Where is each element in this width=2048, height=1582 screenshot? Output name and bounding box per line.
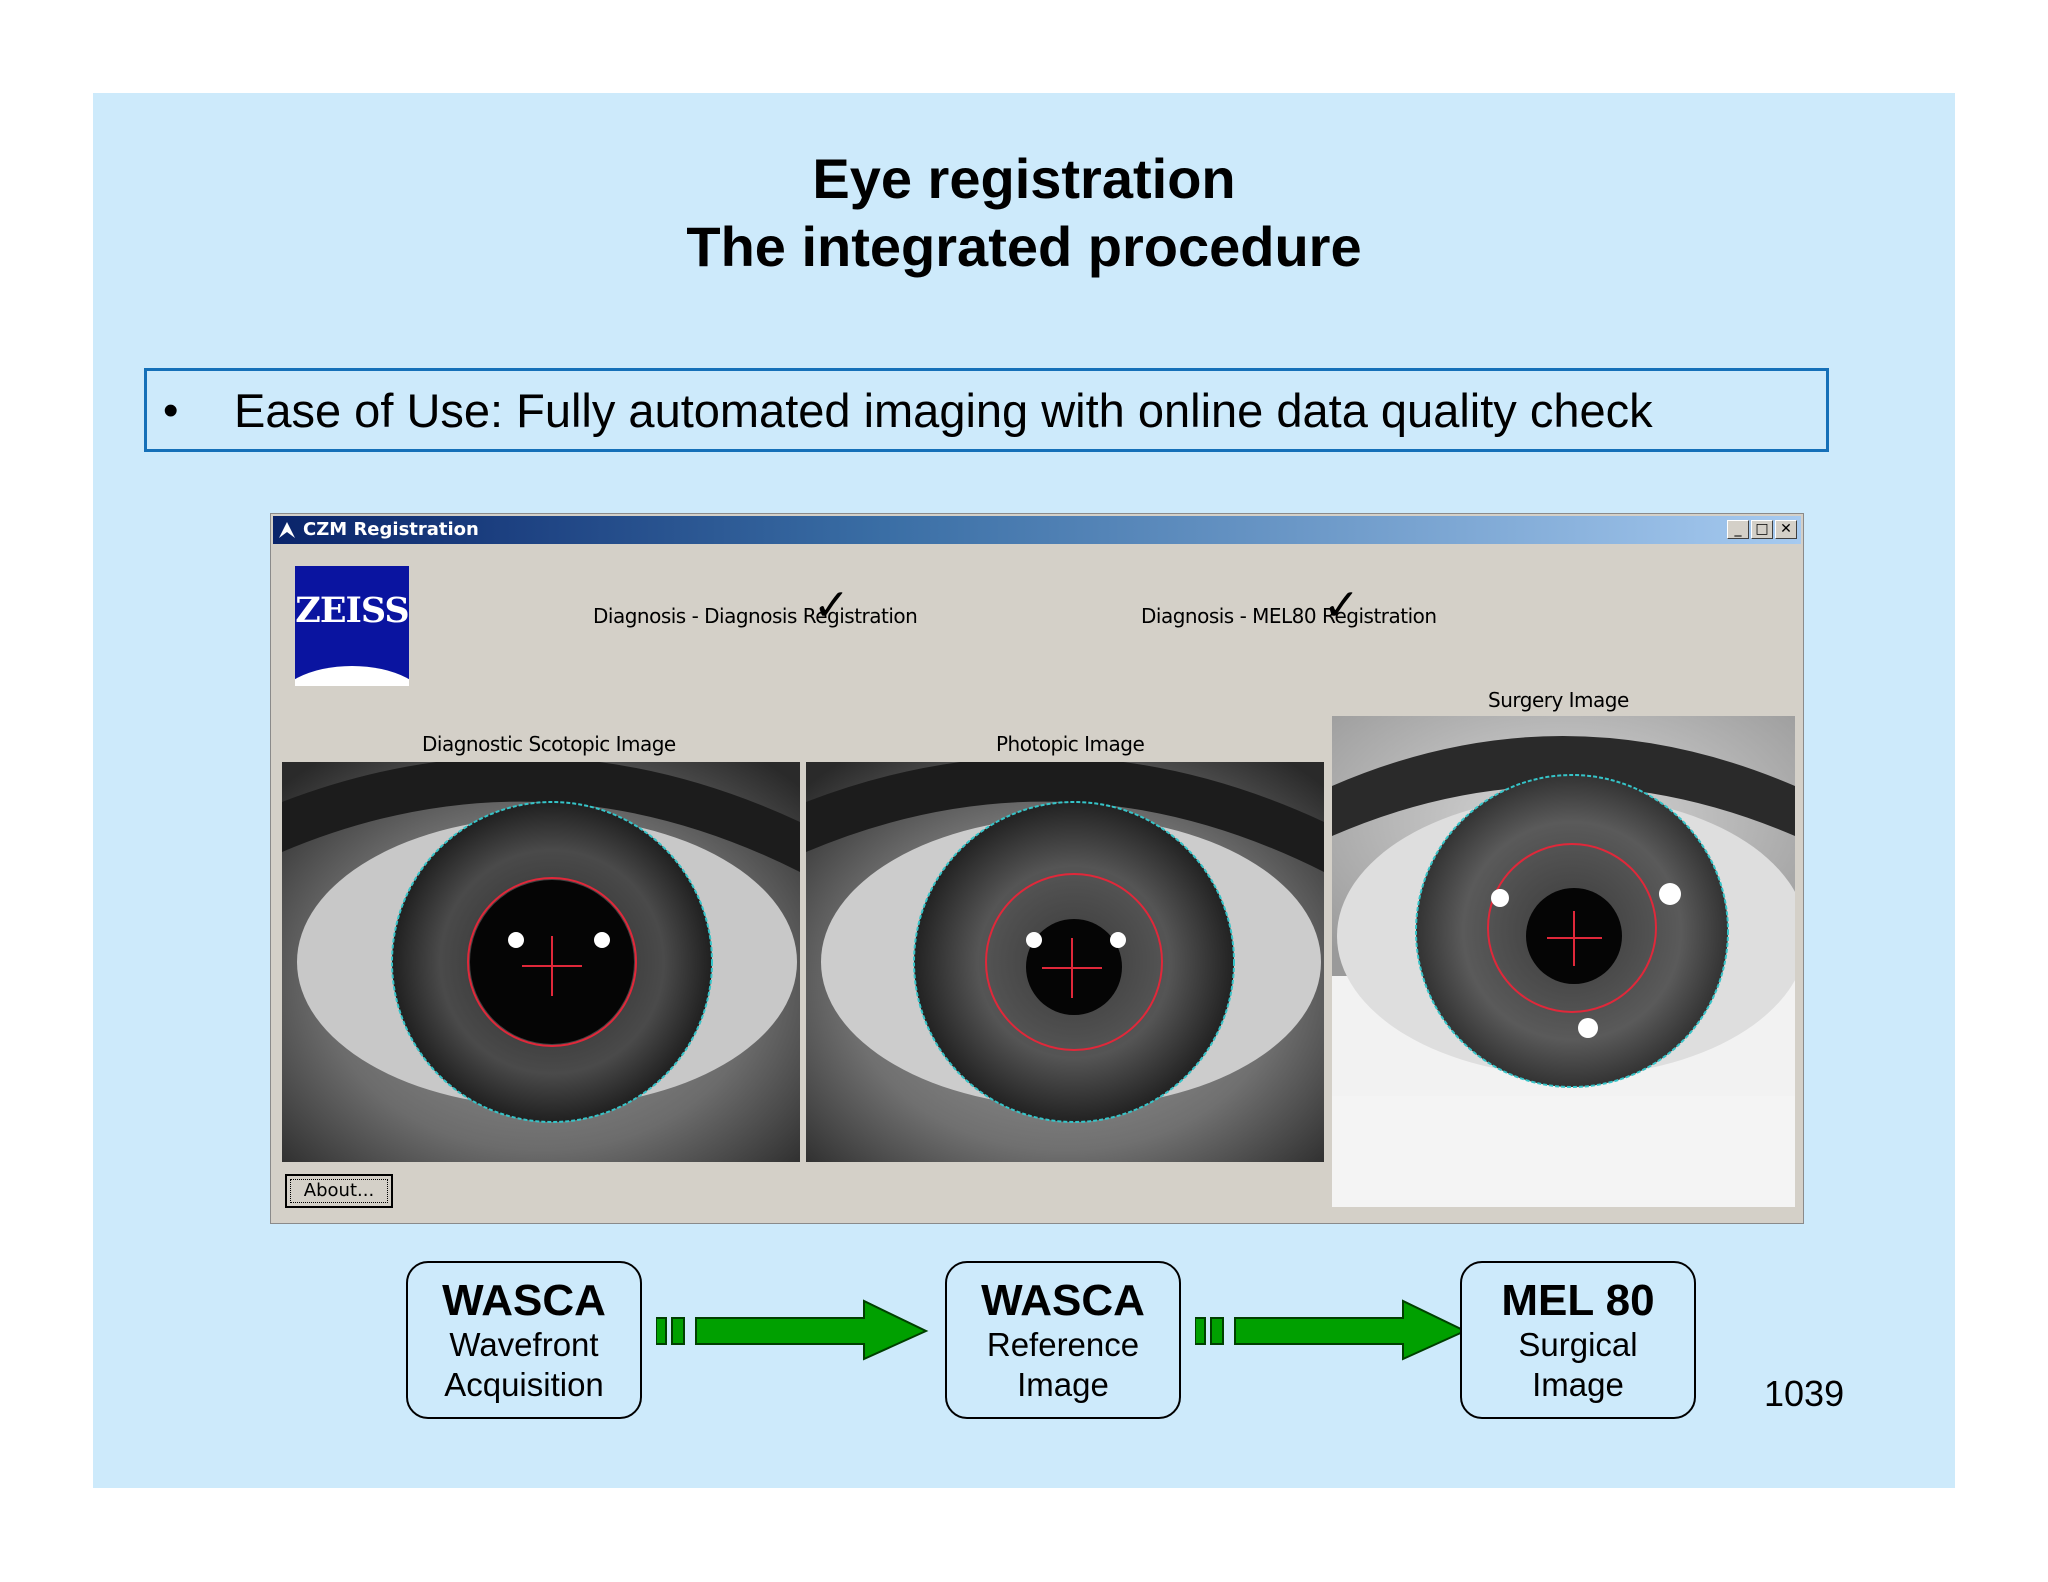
czm-registration-window: CZM Registration _ □ ✕ ZEISS Diagnosis -… [270, 513, 1804, 1224]
image-label-scotopic: Diagnostic Scotopic Image [422, 732, 676, 756]
iris-circle [1415, 774, 1729, 1088]
pupil-circle [1487, 843, 1657, 1013]
page-number: 1039 [1764, 1373, 1845, 1414]
flow-box-title: WASCA [981, 1276, 1145, 1325]
bullet-box: • Ease of Use: Fully automated imaging w… [144, 368, 1829, 452]
status-mel80-registration: Diagnosis - MEL80 Registration [1141, 604, 1437, 628]
zeiss-logo: ZEISS [295, 566, 409, 686]
window-titlebar[interactable]: CZM Registration _ □ ✕ [273, 516, 1801, 544]
flow-box-reference: WASCA Reference Image [945, 1261, 1181, 1419]
maximize-button[interactable]: □ [1751, 520, 1773, 539]
flow-box-line2: Image [1017, 1366, 1109, 1403]
photopic-eye-image [806, 762, 1324, 1162]
arrow-right-icon [656, 1299, 929, 1361]
flow-box-line1: Reference [986, 1326, 1140, 1363]
zeiss-logo-arc [295, 666, 409, 686]
flow-box-wavefront: WASCA Wavefront Acquisition [406, 1261, 642, 1419]
window-title: CZM Registration [303, 519, 479, 540]
arrow-right-icon [1195, 1299, 1468, 1361]
slide-title-line2: The integrated procedure [686, 215, 1362, 278]
bullet-symbol: • [163, 386, 179, 435]
slide: Eye registration The integrated procedur… [93, 93, 1955, 1488]
close-button[interactable]: ✕ [1775, 520, 1797, 539]
flow-box-line2: Image [1532, 1366, 1624, 1403]
flow-box-title: WASCA [442, 1276, 606, 1325]
slide-title-line1: Eye registration [812, 147, 1236, 210]
checkmark-icon: ✓ [813, 581, 850, 630]
image-label-photopic: Photopic Image [996, 732, 1145, 756]
pupil-circle [985, 873, 1163, 1051]
zeiss-logo-text: ZEISS [295, 590, 409, 631]
surgery-eye-image [1332, 716, 1795, 1207]
image-label-surgery: Surgery Image [1488, 688, 1629, 712]
scotopic-eye-image [282, 762, 800, 1162]
pupil-circle [467, 877, 637, 1047]
flow-box-surgical: MEL 80 Surgical Image [1460, 1261, 1696, 1419]
checkmark-icon: ✓ [1323, 581, 1360, 630]
bullet-text: Ease of Use: Fully automated imaging wit… [234, 384, 1653, 437]
status-diagnosis-registration: Diagnosis - Diagnosis Registration [593, 604, 918, 628]
about-button[interactable]: About... [285, 1174, 393, 1208]
minimize-button[interactable]: _ [1727, 520, 1749, 539]
flow-box-line1: Wavefront [449, 1326, 599, 1363]
flow-box-title: MEL 80 [1501, 1276, 1655, 1325]
iris-circle [913, 801, 1235, 1123]
iris-circle [391, 801, 713, 1123]
flow-box-line2: Acquisition [444, 1366, 604, 1403]
app-icon [279, 522, 295, 538]
flow-box-line1: Surgical [1518, 1326, 1638, 1363]
